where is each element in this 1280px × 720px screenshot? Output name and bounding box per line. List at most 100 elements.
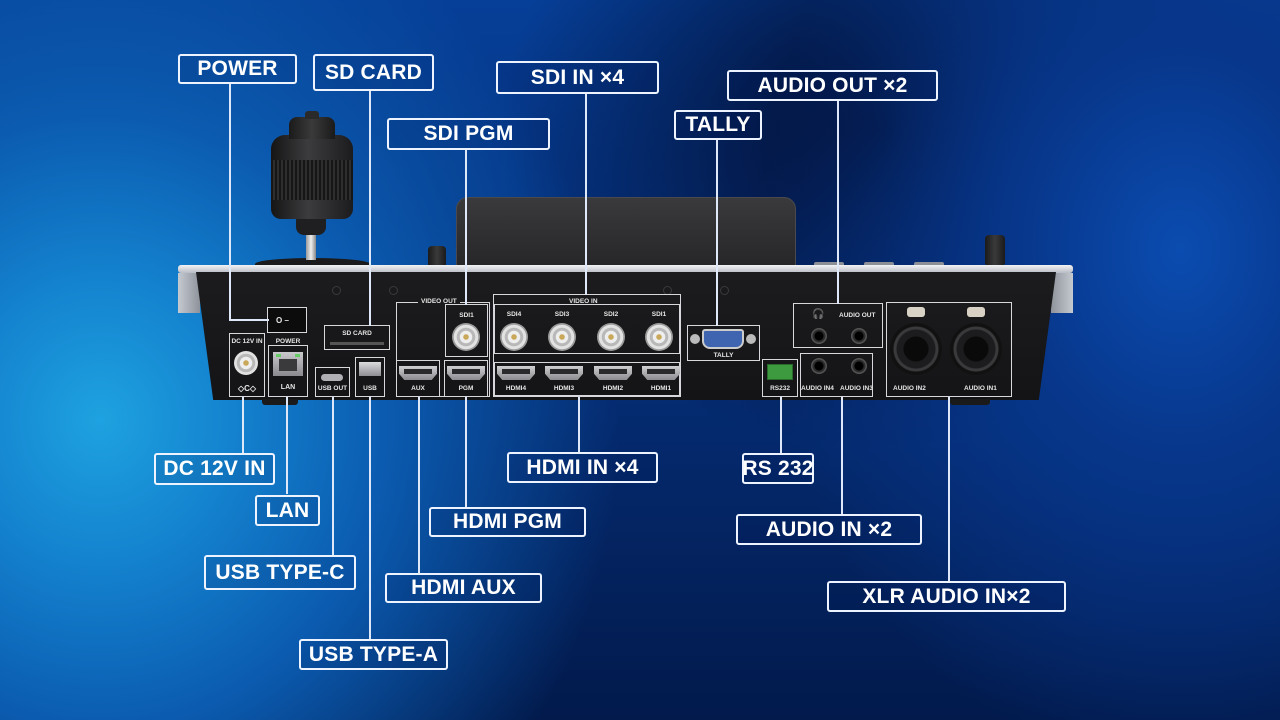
- screw-icon: [389, 286, 398, 295]
- power-switch: [267, 307, 307, 333]
- callout-usb-type-c: USB TYPE-C: [204, 555, 356, 590]
- top-button-3: [914, 262, 944, 267]
- leader-line-sdi-in: [585, 94, 587, 295]
- hdmi-in-label: HDMI3: [553, 385, 575, 392]
- video-out-silk-label: VIDEO OUT: [418, 298, 460, 305]
- callout-usb-type-a: USB TYPE-A: [299, 639, 448, 670]
- leader-line-tally: [716, 138, 718, 326]
- hdmi-in-receptacle: [594, 366, 632, 380]
- callout-lan: LAN: [255, 495, 320, 526]
- audio-in3-jack: [851, 358, 867, 374]
- callout-hdmi-aux: HDMI AUX: [385, 573, 542, 603]
- hdmi-pgm-port: [444, 360, 488, 397]
- knob-right: [985, 235, 1005, 265]
- polarity-symbol: ◇C◇: [237, 384, 257, 393]
- audio-in3-silk-label: AUDIO IN3: [840, 385, 873, 392]
- tally-port: [687, 325, 760, 361]
- leader-line-lan: [286, 397, 288, 494]
- hdmi-in-receptacle: [497, 366, 535, 380]
- top-button-2: [864, 262, 894, 267]
- audio-in4-silk-label: AUDIO IN4: [801, 385, 834, 392]
- sdi-in-bnc: [597, 323, 625, 351]
- callout-audio-out: AUDIO OUT ×2: [727, 70, 938, 101]
- foot-left: [262, 399, 298, 405]
- sdi1-out-silk-label: SDI1: [459, 312, 474, 319]
- tally-silk-label: TALLY: [713, 352, 734, 359]
- sdi-in-group: [494, 304, 680, 354]
- leader-line-hdmi-in: [578, 397, 580, 453]
- audio-out-group: [793, 303, 883, 348]
- hdmi-in-receptacle: [642, 366, 680, 380]
- dc-barrel-jack: [234, 351, 258, 375]
- lan-port: [268, 345, 308, 397]
- hdmi-in-receptacle: [545, 366, 583, 380]
- rs232-silk-label: RS232: [770, 385, 790, 392]
- sd-card-slot: [324, 325, 390, 350]
- pgm-silk-label: PGM: [458, 385, 474, 392]
- leader-line-power-h: [229, 319, 269, 321]
- hdmi-aux-receptacle: [399, 366, 437, 380]
- xlr-group: [886, 302, 1012, 397]
- screw-icon: [720, 286, 729, 295]
- usb-silk-label: USB: [363, 385, 377, 392]
- leader-line-sd-card: [369, 91, 371, 326]
- callout-hdmi-pgm: HDMI PGM: [429, 507, 586, 537]
- foot-right: [950, 399, 990, 405]
- headphone-jack: [811, 328, 827, 344]
- xlr-audio-in1: [950, 323, 1002, 375]
- usb-c-port: [315, 367, 350, 397]
- leader-line-dc-in: [242, 397, 244, 454]
- top-button-1: [814, 262, 844, 267]
- power-switch-glyph: O –: [276, 316, 289, 325]
- callout-sdi-in: SDI IN ×4: [496, 61, 659, 94]
- hdmi-in-group: [494, 362, 680, 396]
- usb-c-receptacle: [321, 374, 343, 381]
- leader-line-sdi-pgm: [465, 149, 467, 305]
- aux-silk-label: AUX: [411, 385, 425, 392]
- callout-sd-card: SD CARD: [313, 54, 434, 91]
- sdi-in-bnc: [500, 323, 528, 351]
- leader-line-audio-out: [837, 100, 839, 304]
- leader-line-audio-in: [841, 397, 843, 515]
- side-wing-right: [1051, 273, 1073, 313]
- callout-hdmi-in: HDMI IN ×4: [507, 452, 658, 483]
- panel-rim: [178, 265, 1073, 273]
- sd-slot-opening: [330, 342, 384, 345]
- audio-in-group: [800, 353, 873, 397]
- audio-out-silk-label: AUDIO OUT: [839, 312, 876, 319]
- callout-sdi-pgm: SDI PGM: [387, 118, 550, 150]
- callout-dc-in: DC 12V IN: [154, 453, 275, 485]
- usb-a-port: [355, 357, 385, 397]
- sdi-in-label: SDI4: [506, 311, 522, 318]
- callout-power: POWER: [178, 54, 297, 84]
- sdi-in-label: SDI3: [554, 311, 570, 318]
- rs232-port: [762, 359, 798, 397]
- usb-out-silk-label: USB OUT: [317, 385, 348, 392]
- lan-silk-label: LAN: [280, 384, 296, 391]
- leader-line-usb-a: [369, 397, 371, 639]
- leader-line-power: [229, 83, 231, 320]
- dc-in-port: [229, 333, 265, 397]
- xlr-audio-in2: [890, 323, 942, 375]
- audio-in1-silk-label: AUDIO IN1: [964, 385, 997, 392]
- dc-in-silk-label: DC 12V IN: [231, 338, 263, 345]
- side-wing-left: [178, 273, 200, 313]
- device-top-housing: [456, 197, 796, 269]
- power-silk-label: POWER: [275, 338, 301, 345]
- sdi-in-bnc: [645, 323, 673, 351]
- video-in-group: [493, 294, 681, 397]
- leader-line-xlr: [948, 397, 950, 582]
- video-in-silk-label: VIDEO IN: [569, 298, 598, 305]
- hdmi-in-label: HDMI2: [602, 385, 624, 392]
- sdi-in-bnc: [548, 323, 576, 351]
- sdi-in-label: SDI1: [651, 311, 667, 318]
- leader-line-rs232: [780, 397, 782, 454]
- usb-a-receptacle: [359, 362, 381, 376]
- callout-audio-in: AUDIO IN ×2: [736, 514, 922, 545]
- callout-tally: TALLY: [674, 110, 762, 140]
- sd-card-silk-label: SD CARD: [342, 330, 372, 337]
- callout-xlr-audio-in: XLR AUDIO IN×2: [827, 581, 1066, 612]
- db-connector: [702, 329, 744, 349]
- audio-in2-silk-label: AUDIO IN2: [893, 385, 926, 392]
- sdi-pgm-bnc: [452, 323, 480, 351]
